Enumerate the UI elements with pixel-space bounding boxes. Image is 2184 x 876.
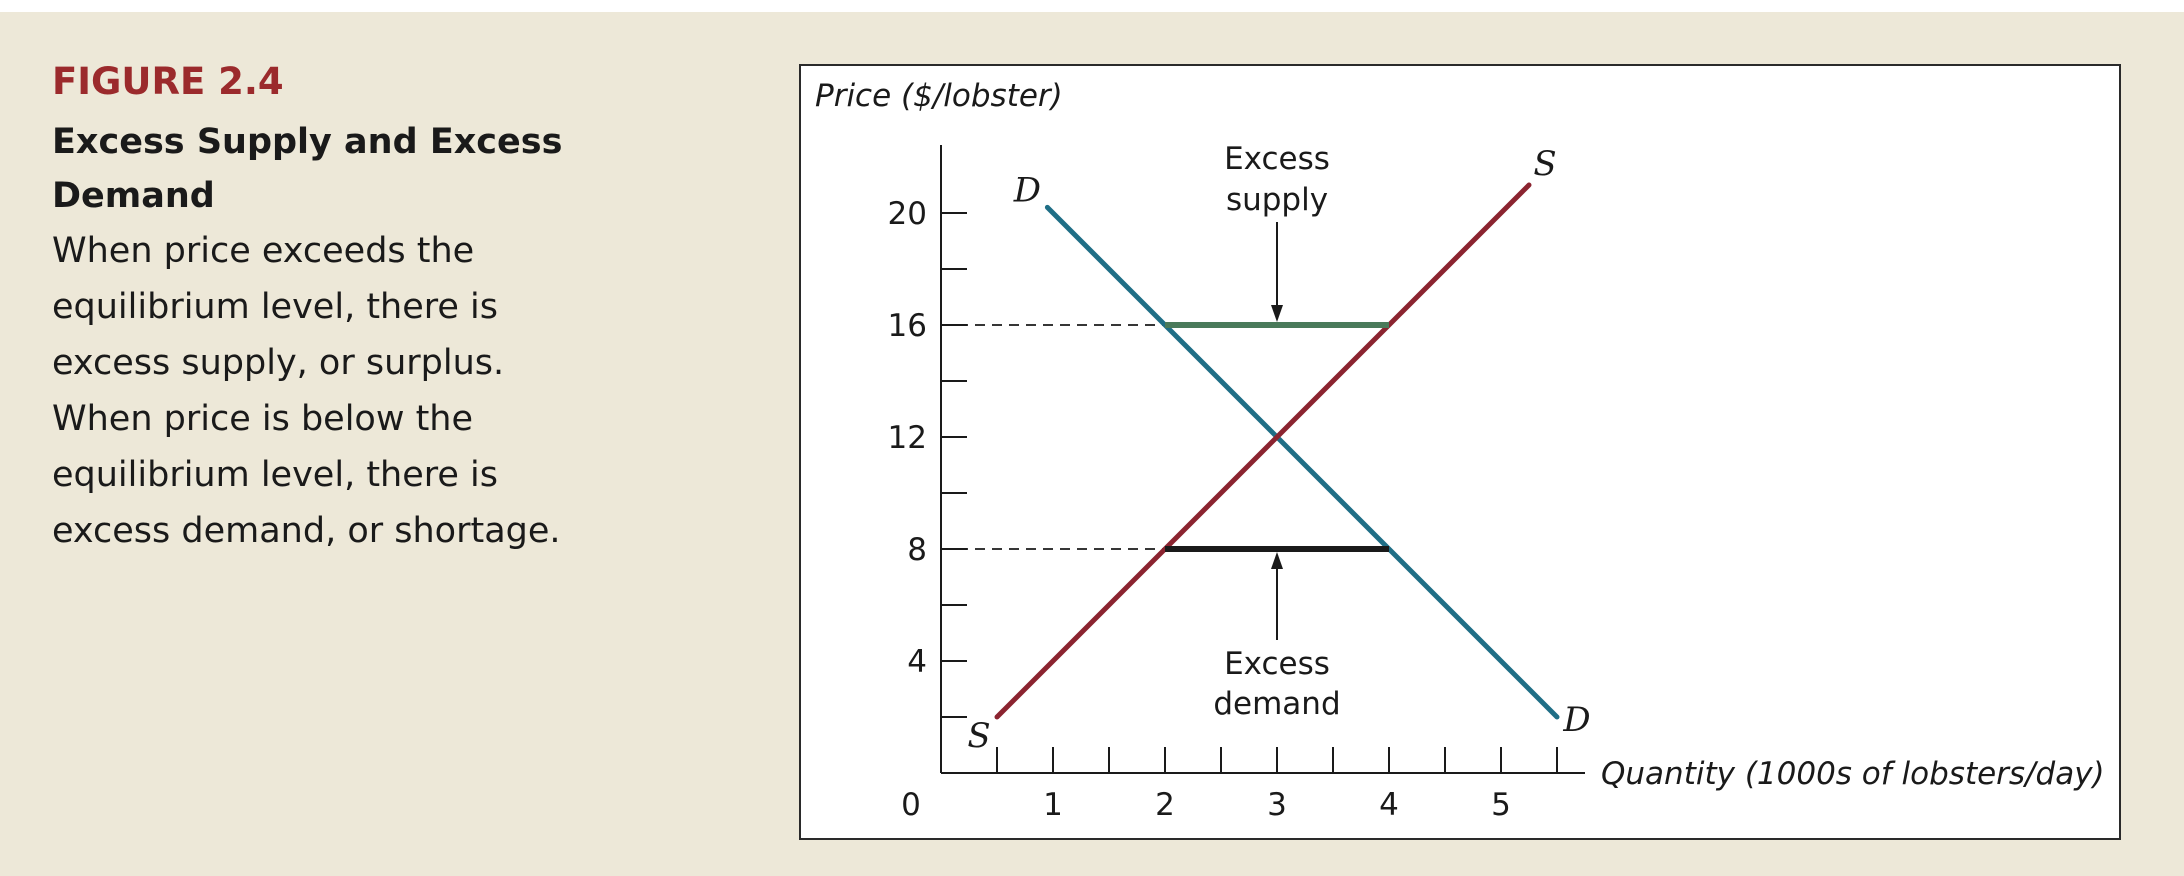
excess-supply-label: Excess [1224,141,1330,177]
figure-caption: FIGURE 2.4 Excess Supply and Excess Dema… [52,60,612,559]
y-tick-label: 16 [888,308,927,344]
x-tick-label: 3 [1267,787,1287,823]
figure-description: When price exceeds the equilibrium level… [52,231,561,551]
x-tick-label: 4 [1379,787,1399,823]
y-tick-label: 20 [888,196,927,232]
x-tick-label: 2 [1155,787,1175,823]
y-axis-title: Price ($/lobster) [815,78,1063,114]
origin-label: 0 [901,787,921,823]
y-tick-label: 4 [907,644,927,680]
excess-supply-label: supply [1226,182,1328,218]
y-tick-label: 12 [888,420,927,456]
figure-number: FIGURE 2.4 [52,60,284,103]
figure-title: Excess Supply and Excess Demand [52,122,563,216]
supply-label-bottom: S [967,716,990,756]
x-axis-title: Quantity (1000s of lobsters/day) [1601,756,2105,792]
excess-supply-arrowhead [1271,305,1283,322]
x-tick-label: 5 [1491,787,1511,823]
excess-demand-label: demand [1213,686,1340,722]
excess-demand-arrowhead [1271,552,1283,569]
y-tick-label: 8 [907,532,927,568]
x-tick-label: 1 [1043,787,1063,823]
supply-curve [994,182,1532,720]
excess-demand-label: Excess [1224,646,1330,682]
supply-label-top: S [1533,144,1556,184]
demand-curve [1044,204,1560,720]
demand-label-top: D [1013,170,1041,210]
demand-label-bottom: D [1562,700,1590,740]
